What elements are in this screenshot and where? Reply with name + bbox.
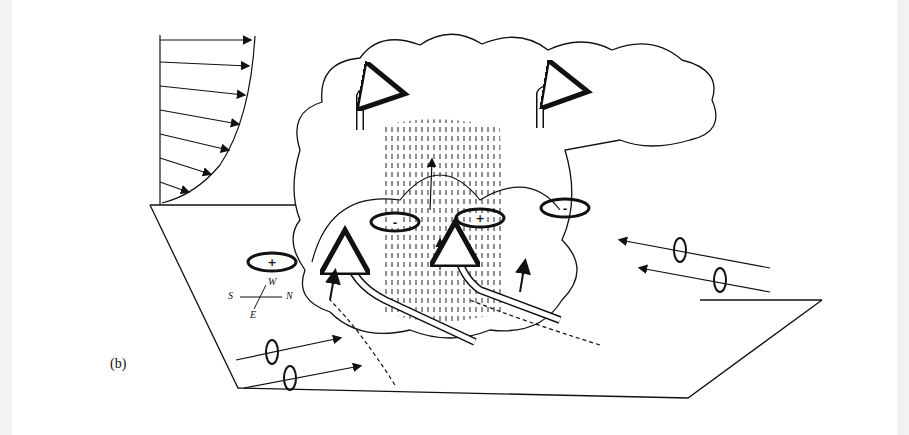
vorticity-sign: - — [391, 217, 400, 228]
wind-profile — [160, 35, 255, 205]
vorticity-sign: - — [561, 203, 570, 214]
panel-label: (b) — [108, 356, 128, 372]
storm-cloud — [293, 34, 716, 338]
outflow-arrows — [360, 88, 578, 130]
compass-letter: W — [266, 276, 278, 288]
vorticity-sign: + — [265, 257, 278, 268]
vorticity-sign: + — [473, 213, 486, 224]
vortex-rings — [248, 199, 589, 271]
compass-letter: E — [248, 309, 258, 321]
inflow-tubes — [330, 232, 600, 385]
compass-letter: S — [226, 290, 235, 302]
compass-letter: N — [284, 290, 295, 302]
compass — [240, 285, 282, 309]
